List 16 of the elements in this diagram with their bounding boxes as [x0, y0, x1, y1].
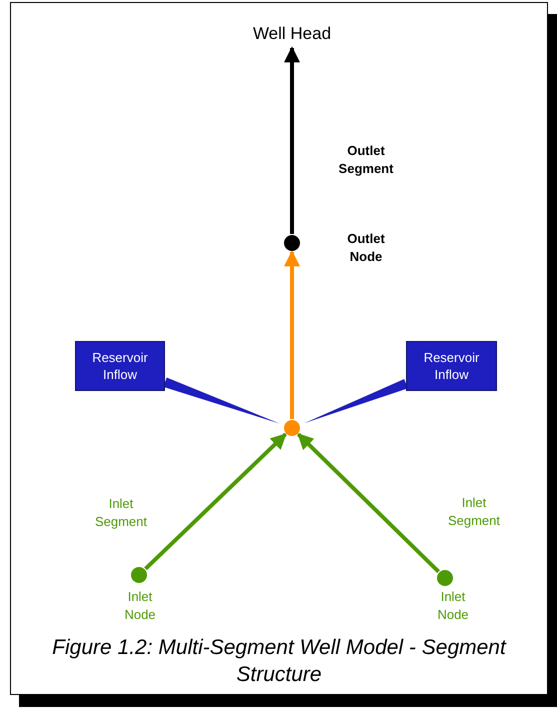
edge-label: Outlet Segment: [338, 142, 394, 178]
arrow: [144, 432, 287, 570]
edge-label: Inlet Segment: [94, 495, 148, 531]
endpoint-label: Well Head: [236, 20, 348, 48]
arrow: [297, 432, 440, 574]
node-caption: Outlet Node: [346, 230, 386, 266]
tapered-connector: [304, 379, 408, 424]
figure-caption: Figure 1.2: Multi-Segment Well Model - Segment Structure: [51, 635, 508, 688]
node-caption: Inlet Node: [436, 588, 470, 624]
arrow: [284, 250, 300, 419]
edge-label: Inlet Segment: [446, 494, 502, 530]
inflow-box: Reservoir Inflow: [75, 341, 165, 391]
tapered-connector: [163, 378, 280, 424]
inflow-box: Reservoir Inflow: [406, 341, 497, 391]
node-caption: Inlet Node: [123, 588, 157, 624]
arrow: [284, 46, 300, 234]
